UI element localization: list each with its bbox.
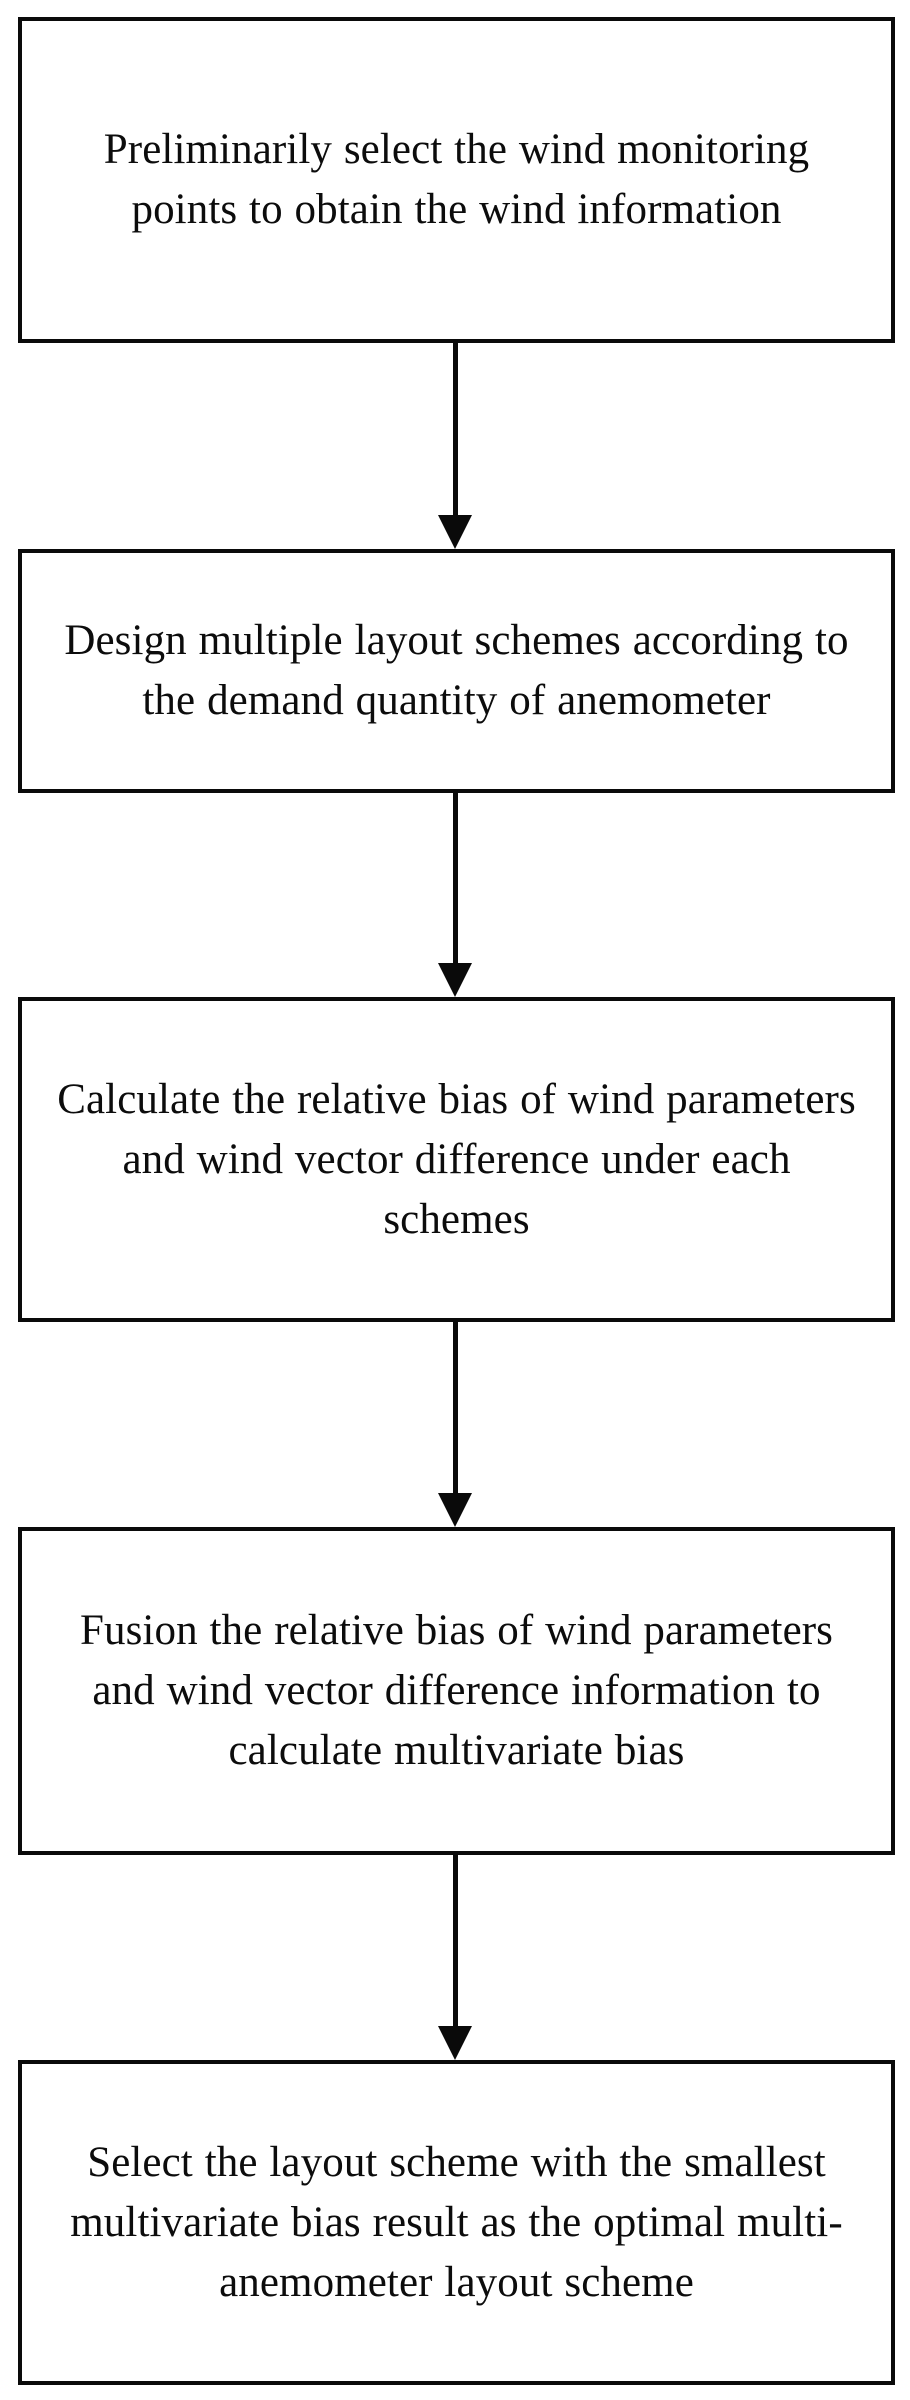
flowchart-node-label: Select the layout scheme with the smalle…	[70, 2138, 843, 2306]
flowchart-node-label: Fusion the relative bias of wind paramet…	[79, 1607, 834, 1774]
arrow-head-down-icon	[438, 963, 472, 997]
arrow-shaft	[453, 1322, 458, 1493]
flowchart-node-label: Calculate the relative bias of wind para…	[57, 1075, 856, 1243]
arrow-shaft	[453, 343, 458, 515]
flowchart-node-step-5: Select the layout scheme with the smalle…	[18, 2060, 895, 2385]
flowchart-node-step-3: Calculate the relative bias of wind para…	[18, 997, 895, 1322]
arrow-head-down-icon	[438, 1493, 472, 1527]
flowchart-node-step-4: Fusion the relative bias of wind paramet…	[18, 1527, 895, 1855]
flowchart-node-step-2: Design multiple layout schemes according…	[18, 549, 895, 793]
arrow-head-down-icon	[438, 515, 472, 549]
flowchart-arrow-step-3-to-step-4	[0, 1322, 910, 1527]
flowchart-arrow-step-4-to-step-5	[0, 1855, 910, 2060]
flowchart-node-label: Preliminarily select the wind monitoring…	[103, 126, 810, 233]
flowchart-node-step-1: Preliminarily select the wind monitoring…	[18, 17, 895, 343]
flowchart-arrow-step-2-to-step-3	[0, 793, 910, 997]
arrow-shaft	[453, 1855, 458, 2026]
flowchart-node-label: Design multiple layout schemes according…	[64, 617, 849, 724]
arrow-shaft	[453, 793, 458, 963]
flowchart-arrow-step-1-to-step-2	[0, 343, 910, 549]
arrow-head-down-icon	[438, 2026, 472, 2060]
